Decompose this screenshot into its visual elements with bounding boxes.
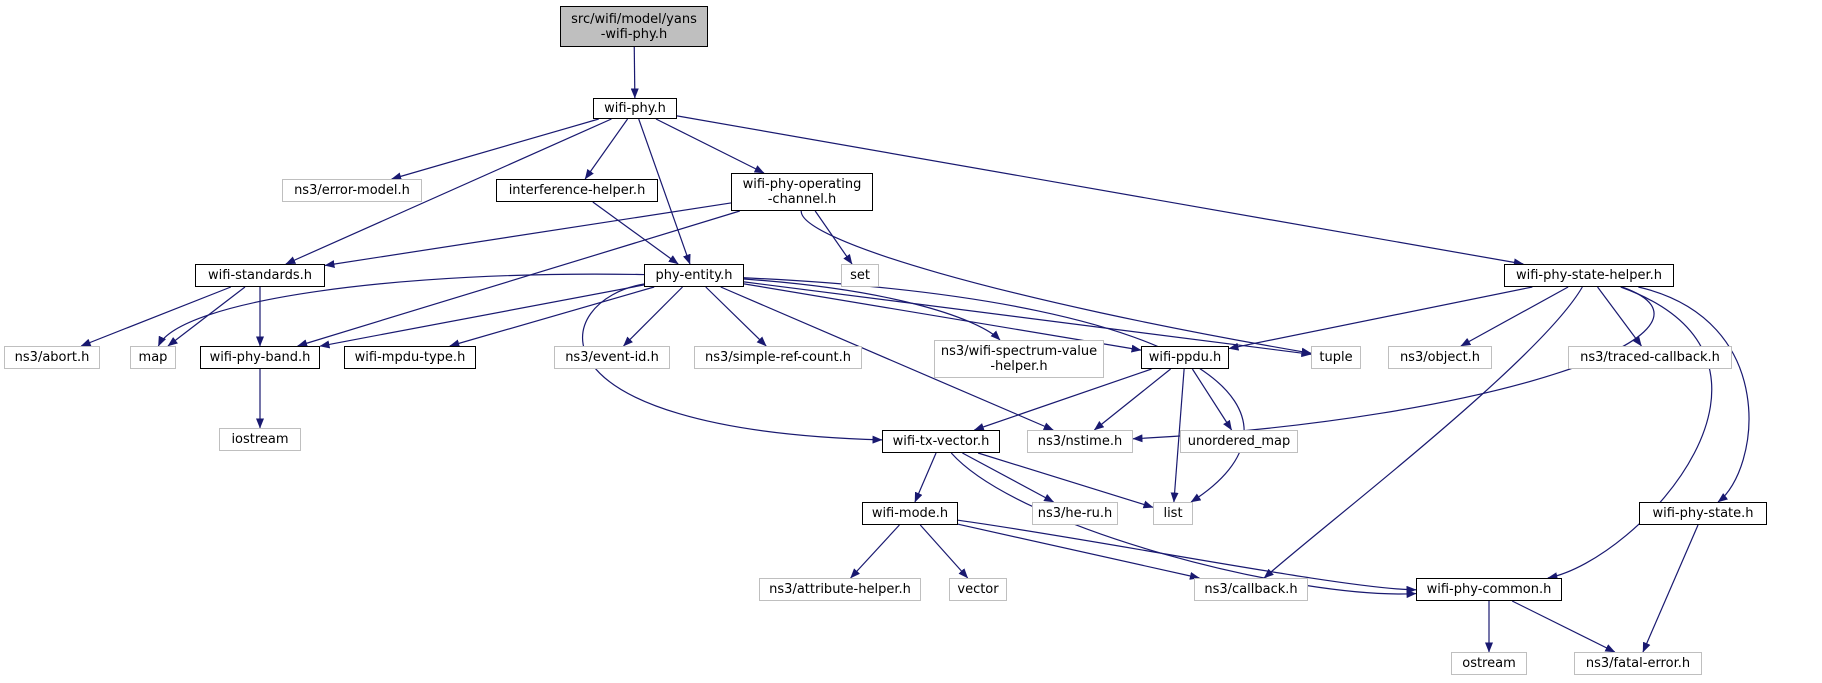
node-ppdu[interactable]: wifi-ppdu.h [1141, 346, 1229, 369]
node-interference[interactable]: interference-helper.h [496, 179, 658, 202]
node-standards[interactable]: wifi-standards.h [195, 264, 325, 287]
edge-txvector-to-heru [962, 452, 1055, 503]
edge-statehelper-to-object [1460, 286, 1569, 347]
node-unordered: unordered_map [1180, 430, 1298, 453]
edge-phyentity-to-map [157, 273, 645, 347]
edge-statehelper-to-tracedcb [1597, 286, 1642, 347]
edge-statehelper-to-ppdu [1228, 286, 1533, 351]
edge-txvector-to-wifimode [914, 452, 937, 503]
node-tracedcb: ns3/traced-callback.h [1568, 346, 1732, 369]
node-common[interactable]: wifi-phy-common.h [1416, 578, 1562, 601]
node-opchannel[interactable]: wifi-phy-operating -channel.h [731, 173, 873, 211]
node-wifiphy[interactable]: wifi-phy.h [593, 98, 677, 119]
edge-wifiphy-to-opchannel [655, 118, 765, 174]
edge-phyentity-to-spectrum [743, 278, 1001, 341]
edge-wifiphy-to-statehelper [676, 115, 1524, 267]
node-nstime: ns3/nstime.h [1027, 430, 1133, 453]
node-statehelper[interactable]: wifi-phy-state-helper.h [1504, 264, 1674, 287]
node-ostream: ostream [1451, 652, 1527, 675]
node-attrhelper: ns3/attribute-helper.h [759, 578, 921, 601]
node-phystate[interactable]: wifi-phy-state.h [1639, 502, 1767, 525]
node-heru: ns3/he-ru.h [1032, 502, 1118, 525]
node-vector: vector [949, 578, 1007, 601]
edge-opchannel-to-standards [324, 202, 732, 268]
edge-common-to-fatal [1511, 600, 1616, 653]
edge-standards-to-map [167, 286, 246, 347]
edge-phyentity-to-simpleref [705, 286, 767, 347]
node-tuple: tuple [1311, 346, 1361, 369]
edge-statehelper-to-phystate [1638, 286, 1750, 503]
node-errormodel: ns3/error-model.h [282, 179, 422, 202]
edge-opchannel-to-band [297, 210, 740, 348]
edge-phyentity-to-nstime [720, 286, 1054, 431]
edge-opchannel-to-tuple [800, 210, 1312, 356]
edge-ppdu-to-nstime [1093, 368, 1172, 431]
edge-wifiphy-to-interference [584, 118, 629, 180]
edge-root-to-wifiphy [630, 46, 639, 99]
node-eventid: ns3/event-id.h [554, 346, 670, 369]
edge-wifimode-to-callback [957, 523, 1200, 580]
edge-phystate-to-fatal [1642, 524, 1699, 653]
node-phyentity[interactable]: phy-entity.h [644, 264, 744, 287]
node-callback: ns3/callback.h [1194, 578, 1308, 601]
edge-statehelper-to-common [1547, 286, 1713, 581]
edge-ppdu-to-unordered [1191, 368, 1233, 431]
node-root[interactable]: src/wifi/model/yans -wifi-phy.h [560, 6, 708, 47]
node-txvector[interactable]: wifi-tx-vector.h [882, 430, 1000, 453]
node-simpleref: ns3/simple-ref-count.h [694, 346, 862, 369]
edge-statehelper-to-nstime [1132, 286, 1655, 443]
edge-phyentity-to-band [319, 284, 645, 349]
node-band[interactable]: wifi-phy-band.h [200, 346, 320, 369]
edge-statehelper-to-callback [1263, 286, 1583, 579]
edge-wifimode-to-vector [919, 524, 969, 579]
edge-wifimode-to-common [957, 519, 1417, 594]
node-object: ns3/object.h [1388, 346, 1492, 369]
edge-phyentity-to-ppdu [743, 283, 1142, 353]
node-spectrum: ns3/wifi-spectrum-value -helper.h [934, 340, 1104, 378]
edge-txvector-to-list [977, 452, 1154, 509]
edge-wifiphy-to-phyentity [638, 118, 691, 265]
edge-standards-to-abort [80, 286, 232, 347]
edge-ppdu-to-list [1170, 368, 1185, 503]
node-wifimode[interactable]: wifi-mode.h [862, 502, 958, 525]
edge-interference-to-phyentity [592, 201, 679, 265]
edge-phyentity-to-eventid [623, 286, 683, 347]
node-abort: ns3/abort.h [4, 346, 100, 369]
edge-phyentity-to-tuple [743, 281, 1312, 358]
edge-opchannel-to-set [814, 210, 853, 265]
edge-ppdu-to-txvector [973, 368, 1152, 431]
node-iostream: iostream [219, 428, 301, 451]
node-list: list [1153, 502, 1193, 525]
edge-phyentity-to-mpdutype [449, 286, 655, 348]
node-map: map [130, 346, 176, 369]
edge-wifiphy-to-standards [285, 118, 612, 265]
node-set: set [841, 264, 879, 287]
node-mpdutype[interactable]: wifi-mpdu-type.h [344, 346, 476, 369]
node-fatal: ns3/fatal-error.h [1574, 652, 1702, 675]
edge-wifimode-to-attrhelper [850, 524, 900, 579]
edge-wifiphy-to-errormodel [391, 118, 599, 181]
